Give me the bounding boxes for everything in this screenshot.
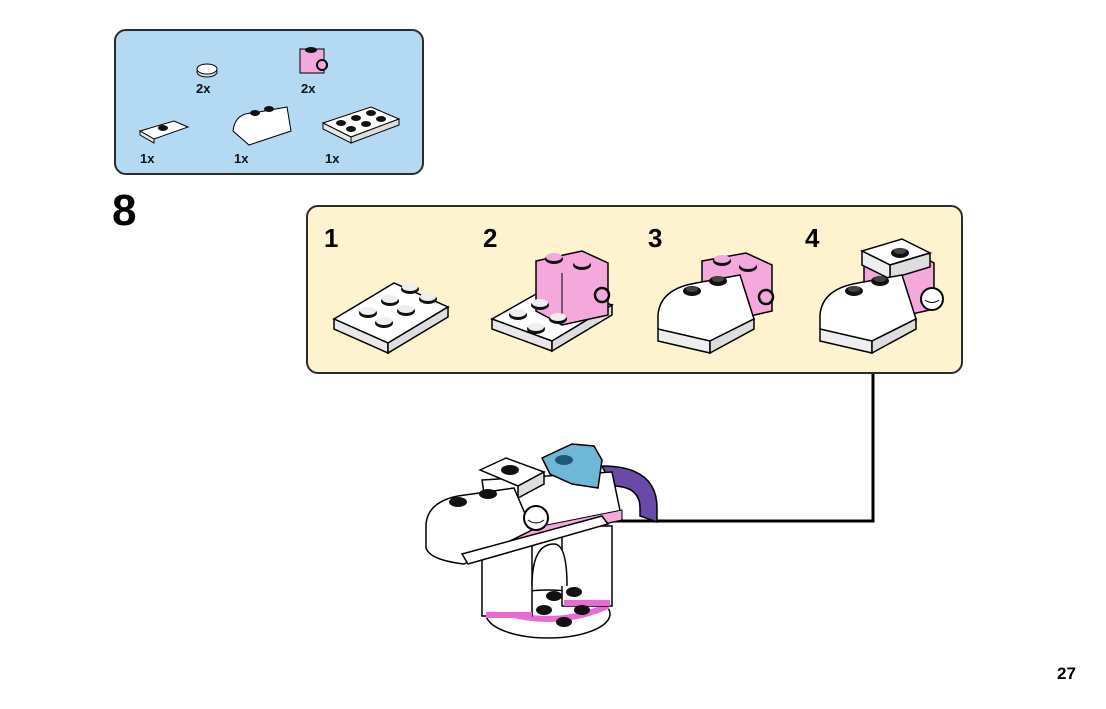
part-qty: 2x	[301, 81, 316, 96]
curved-brick-icon	[232, 106, 292, 146]
parts-list-panel: 2x 2x 1x 1x 1x	[114, 29, 424, 175]
pink-brick-icon	[299, 47, 328, 74]
jumper-plate-icon	[138, 120, 190, 144]
plate-2x3-icon	[321, 106, 401, 144]
part-qty: 1x	[234, 151, 249, 166]
sub-step-number: 2	[483, 223, 498, 253]
part-qty: 1x	[325, 151, 340, 166]
sub-step-4-illustration	[819, 238, 944, 355]
round-tile-icon	[196, 63, 218, 78]
sub-step-number: 4	[805, 223, 820, 253]
part-qty: 1x	[140, 151, 155, 166]
sub-step-2-illustration	[490, 250, 614, 353]
eye-tile-icon	[920, 287, 944, 311]
sub-step-number: 1	[324, 223, 339, 253]
sub-step-number: 3	[648, 223, 663, 253]
eye-tile-icon	[523, 505, 549, 531]
sub-step-1-illustration	[332, 282, 450, 355]
main-model-illustration	[425, 443, 658, 639]
step-number: 8	[112, 186, 137, 235]
sub-step-3-illustration	[657, 252, 775, 355]
page-number: 27	[1057, 664, 1076, 683]
part-qty: 2x	[196, 81, 211, 96]
sub-assembly-panel: 1 2 3 4	[306, 205, 963, 374]
